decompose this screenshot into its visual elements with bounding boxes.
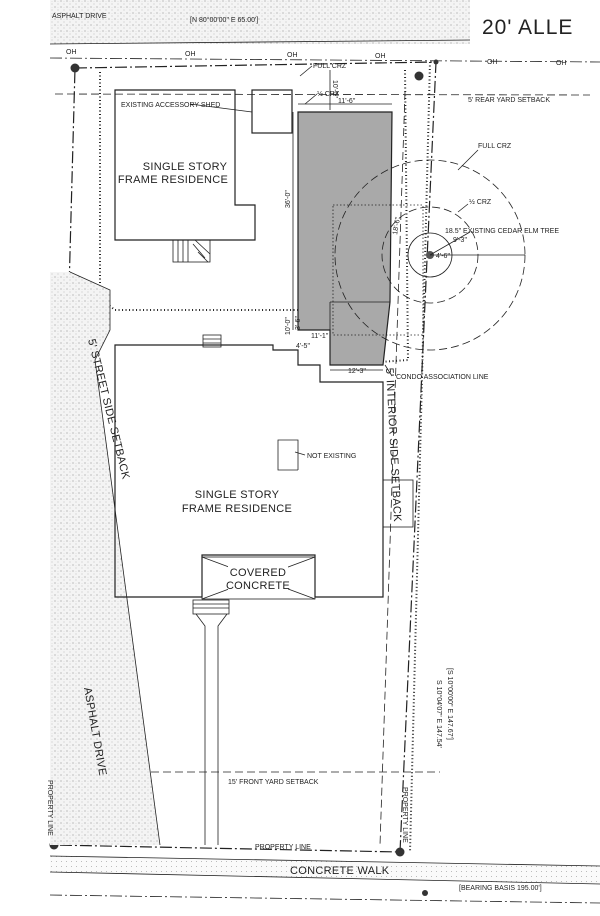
tree-label: 18.5" EXISTING CEDAR ELM TREE [445, 228, 559, 235]
property-line-left-label: PROPERTY LINE [46, 780, 53, 836]
dim-left-short: 10'-0" [285, 317, 292, 335]
full-crz-top-label: FULL CRZ [313, 63, 347, 70]
dim-small-1: 11'-1" [311, 333, 329, 340]
side-bearings: [S 10°00'00" E 147.67'] S 10°04'07" E 14… [401, 668, 454, 843]
side-bearing-1: [S 10°00'00" E 147.67'] [446, 668, 454, 740]
dim-tree-radius: 18'-6" [392, 216, 402, 235]
front-steps [192, 599, 230, 615]
main-residence-label-1: SINGLE STORY [195, 489, 280, 501]
dim-tree-half: 9'-3" [453, 237, 467, 244]
oh-label-3: OH [287, 52, 298, 59]
main-residence-side-bump [382, 479, 414, 528]
corner-monument-nw [70, 63, 80, 73]
dim-offset: 3'-6" [295, 316, 302, 330]
condo-association: CONDO ASSOCIATION LINE 5' INTERIOR SIDE … [383, 364, 489, 523]
top-bearing-label: [N 80°00'00" E 65.00'] [190, 16, 258, 24]
main-residence-label-2: FRAME RESIDENCE [182, 503, 292, 515]
top-residence-steps [172, 239, 211, 263]
top-crz-callouts: FULL CRZ ½ CRZ [299, 63, 347, 105]
front-setback-label: 15' FRONT YARD SETBACK [228, 779, 319, 786]
proposed-structure [297, 111, 424, 366]
dim-top-width: 11'-6" [338, 98, 356, 105]
main-residence: NOT EXISTING SINGLE STORY FRAME RESIDENC… [114, 334, 414, 598]
oh-label-6: OH [556, 60, 567, 67]
corner-point-ne-outer [433, 59, 439, 65]
dim-left-long: 36'-0" [285, 190, 292, 208]
top-residence-label-2: FRAME RESIDENCE [118, 174, 228, 186]
property-line-right-label: PROPERTY LINE [401, 787, 408, 843]
alley-label: 20' ALLE [482, 16, 573, 39]
overhead-line: OH OH OH OH OH OH [49, 49, 600, 67]
oh-label-5: OH [487, 59, 498, 66]
dimension-marks: 11'-6" 10'-5" 36'-0" 10'-0" 11'-1" 4'-5"… [285, 70, 467, 375]
accessory-shed: EXISTING ACCESSORY SHED [121, 89, 293, 134]
dim-tree-small: 4'-6" [436, 253, 450, 260]
rear-setback-label: 5' REAR YARD SETBACK [468, 97, 550, 104]
asphalt-drive-top-label: ASPHALT DRIVE [52, 13, 107, 20]
interior-setback-label: 5' INTERIOR SIDE SETBACK [383, 368, 403, 523]
covered-concrete: COVERED CONCRETE [192, 556, 316, 615]
accessory-shed-label: EXISTING ACCESSORY SHED [121, 102, 220, 109]
oh-label-2: OH [185, 51, 196, 58]
concrete-walk-label: CONCRETE WALK [290, 865, 390, 877]
front-walkway [195, 613, 228, 845]
bearing-basis-label: [BEARING BASIS 195.00'] [459, 885, 542, 892]
condo-line-label: CONDO ASSOCIATION LINE [396, 374, 489, 381]
covered-concrete-label-2: CONCRETE [226, 580, 290, 592]
left-asphalt-drive: 5' STREET SIDE SETBACK ASPHALT DRIVE PRO… [46, 271, 161, 846]
bottom-edge: PROPERTY LINE CONCRETE WALK [BEARING BAS… [49, 844, 600, 904]
corner-monument-ne [414, 71, 424, 81]
half-crz-right-label: ½ CRZ [469, 198, 492, 206]
dim-small-2: 4'-5" [296, 343, 310, 350]
property-line-bottom-label: PROPERTY LINE [255, 844, 311, 851]
cedar-elm-tree: 18.5" EXISTING CEDAR ELM TREE FULL CRZ ½… [334, 143, 559, 351]
half-crz-top-label: ½ CRZ [317, 90, 340, 98]
not-existing-label: NOT EXISTING [307, 453, 356, 460]
corner-monument-se [395, 847, 405, 857]
top-residence: SINGLE STORY FRAME RESIDENCE [114, 89, 256, 263]
full-crz-right-label: FULL CRZ [478, 143, 512, 150]
top-asphalt-drive: ASPHALT DRIVE [N 80°00'00" E 65.00'] [49, 0, 471, 45]
oh-label-4: OH [375, 53, 386, 60]
top-residence-steps-hatch [177, 239, 211, 263]
dim-bottom-width: 12'-3" [348, 368, 366, 375]
oh-label-1: OH [66, 49, 77, 56]
fence-lines [89, 61, 431, 853]
dim-top-vert: 10'-5" [331, 80, 338, 98]
covered-concrete-label-1: COVERED [230, 567, 287, 579]
side-bearing-2: S 10°04'07" E 147.54' [435, 680, 443, 748]
setback-lines: 5' REAR YARD SETBACK 15' FRONT YARD SETB… [54, 91, 591, 846]
bearing-basis-point [422, 890, 428, 896]
main-residence-top-steps [202, 334, 222, 348]
top-residence-label-1: SINGLE STORY [143, 161, 228, 173]
